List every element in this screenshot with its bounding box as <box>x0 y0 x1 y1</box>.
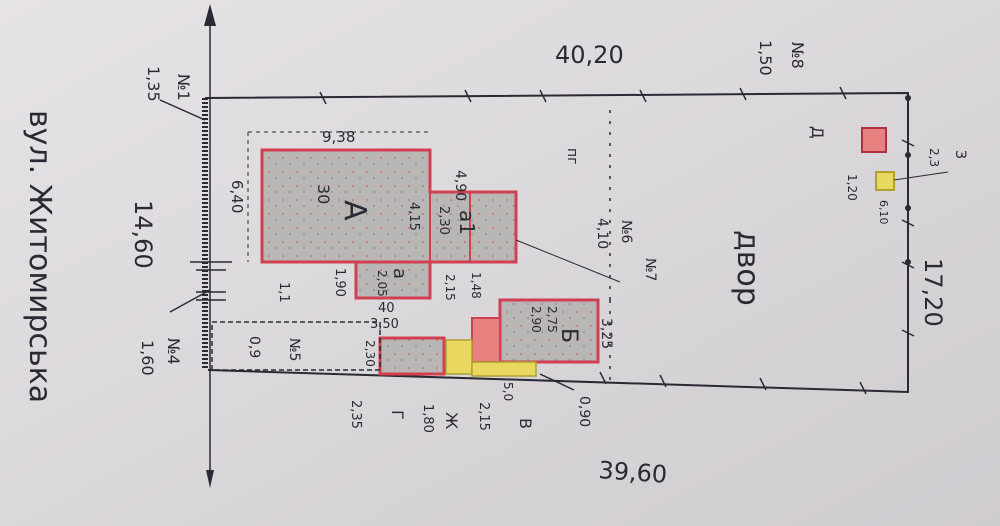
gate-dim: 0,90 <box>576 396 592 427</box>
building-z <box>875 171 949 191</box>
building-g-dim: 2,35 <box>348 400 363 429</box>
point-1-value: 1,35 <box>144 66 163 102</box>
building-a <box>260 148 518 264</box>
building-b <box>471 298 600 364</box>
small-dim: 1,1 <box>276 282 291 303</box>
building-a-small-dims: 2,05 <box>375 270 389 297</box>
bottom-length: 39,60 <box>598 456 669 489</box>
building-a-label: А <box>337 200 372 221</box>
building-b-w1: 1,48 <box>469 272 483 299</box>
point-7-id: №7 <box>642 258 658 281</box>
building-g <box>378 336 446 376</box>
point-8-id: №8 <box>788 42 807 69</box>
building-z-width: 1,20 <box>845 174 859 201</box>
plot-boundary <box>202 86 915 395</box>
building-a-small-depth: 40 <box>378 301 395 316</box>
point-5-id: №5 <box>286 338 302 361</box>
building-a-width: 6,40 <box>228 180 246 213</box>
gates <box>159 99 575 391</box>
pg-label: пг <box>564 148 580 165</box>
point-8-value: 1,50 <box>756 40 775 76</box>
building-b-label: Б <box>556 328 581 343</box>
point-5-value: 0,9 <box>246 336 262 358</box>
building-g-length: 3,50 <box>370 317 399 332</box>
building-a-small-label: а <box>389 268 410 279</box>
garden-outline <box>211 110 621 380</box>
right-width: 17,20 <box>919 258 947 327</box>
building-a1-label: а1 <box>455 210 479 235</box>
building-d <box>861 127 887 153</box>
building-a1-length: 4,90 <box>452 170 468 201</box>
building-g-label: Г <box>388 410 407 420</box>
building-v-label: В <box>516 418 535 429</box>
top-length: 40,20 <box>555 41 624 69</box>
building-a-length: 9,38 <box>322 128 355 146</box>
point-1-id: №1 <box>174 74 193 101</box>
building-z-label: З <box>952 150 968 159</box>
street-label: вул. Житомирська <box>22 110 57 403</box>
building-z-extra: 6,10 <box>877 200 890 225</box>
building-g-width: 2,30 <box>363 340 377 367</box>
left-width: 14,60 <box>129 200 157 269</box>
building-a-small-width: 1,90 <box>332 268 347 297</box>
building-v-dim: 2,15 <box>476 402 491 431</box>
building-a-small <box>354 260 432 300</box>
building-zh-label: Ж <box>442 412 461 429</box>
point-7-value: 3,25 <box>598 318 614 349</box>
building-a1-dims: 2,30 <box>436 206 451 235</box>
building-v-extra: 5,0 <box>501 382 515 401</box>
building-b-dims: 2,90 <box>529 306 543 333</box>
axis-arrow <box>204 4 216 488</box>
building-a-extra: 4,15 <box>406 202 421 231</box>
building-z-dim: 2,3 <box>927 148 941 167</box>
building-a-floors: 30 <box>314 184 333 204</box>
building-b-extra: 2,75 <box>545 306 559 333</box>
point-4-value: 1,60 <box>138 340 157 376</box>
point-6-value: 4,10 <box>594 218 610 249</box>
yard-label: двор <box>730 230 765 306</box>
building-zh-dim: 1,80 <box>420 404 435 433</box>
building-zh-v-strip <box>445 339 537 377</box>
point-6-id: №6 <box>618 220 634 244</box>
point-4-id: №4 <box>164 338 183 365</box>
building-d-label: Д <box>808 126 827 139</box>
building-b-w2: 2,15 <box>443 274 457 301</box>
